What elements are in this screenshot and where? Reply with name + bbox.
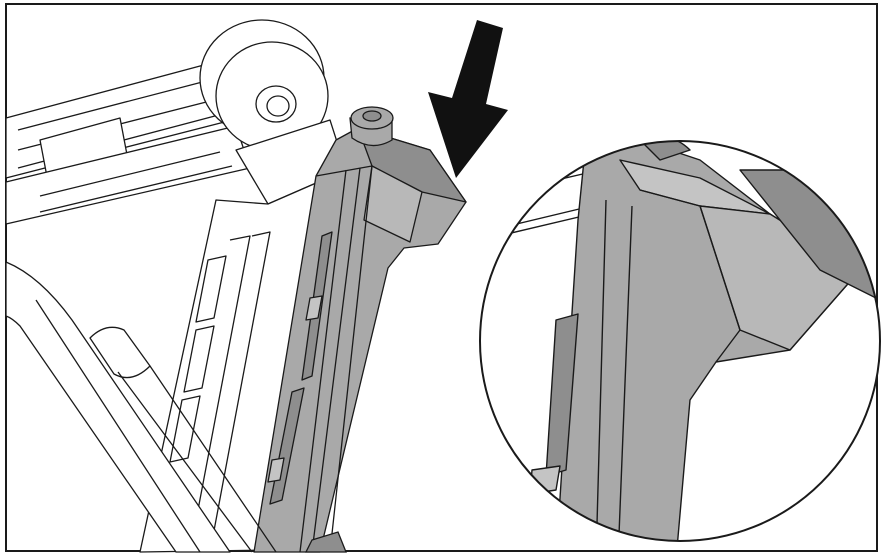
detail-circle-outline [479,140,881,542]
detail-callout [479,140,881,542]
frame-arm [5,61,251,225]
arrow-down-icon [428,20,508,178]
pulley-wheel [199,19,329,151]
cross-bar [5,261,277,553]
white-leg [139,119,347,553]
gray-leg [253,127,467,553]
bolt-knob [349,106,394,147]
foot-piece [304,531,347,553]
